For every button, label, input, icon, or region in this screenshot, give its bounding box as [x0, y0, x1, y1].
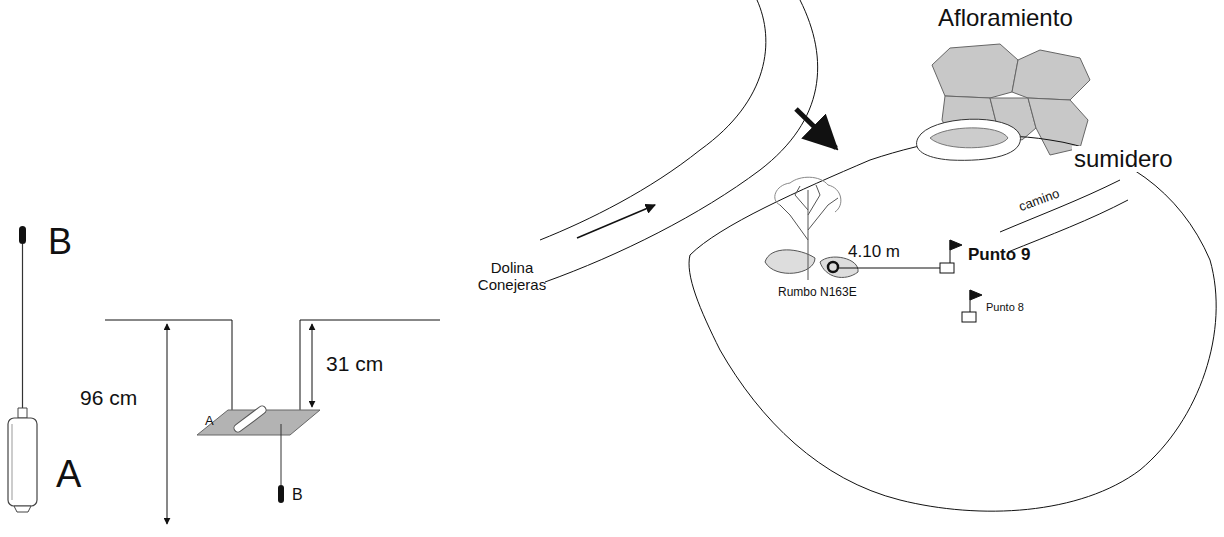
- path-label: camino: [1017, 187, 1061, 215]
- part-letter: B: [48, 222, 72, 262]
- survey-points: [828, 240, 982, 322]
- place-name: Dolina Conejeras: [472, 260, 552, 293]
- tree: [765, 177, 858, 280]
- part-letter: A: [56, 454, 81, 496]
- part-letter: B: [292, 486, 303, 504]
- bearing-label: Rumbo N163E: [778, 286, 857, 299]
- sinkhole: [917, 119, 1021, 160]
- sensor: [8, 226, 37, 512]
- point-label: Punto 8: [986, 301, 1024, 313]
- road: [540, 0, 836, 282]
- point-label: Punto 9: [968, 246, 1030, 265]
- distance-label: 4.10 m: [848, 243, 900, 262]
- place-name: sumidero: [1072, 146, 1175, 172]
- doline-outline: [689, 136, 1216, 511]
- path-lines: [1000, 180, 1128, 252]
- dimension: 96 cm: [80, 386, 137, 409]
- dimension: 31 cm: [326, 352, 383, 375]
- part-letter: A: [205, 414, 214, 428]
- pit-section: [105, 320, 440, 524]
- place-name: Afloramiento: [938, 5, 1073, 31]
